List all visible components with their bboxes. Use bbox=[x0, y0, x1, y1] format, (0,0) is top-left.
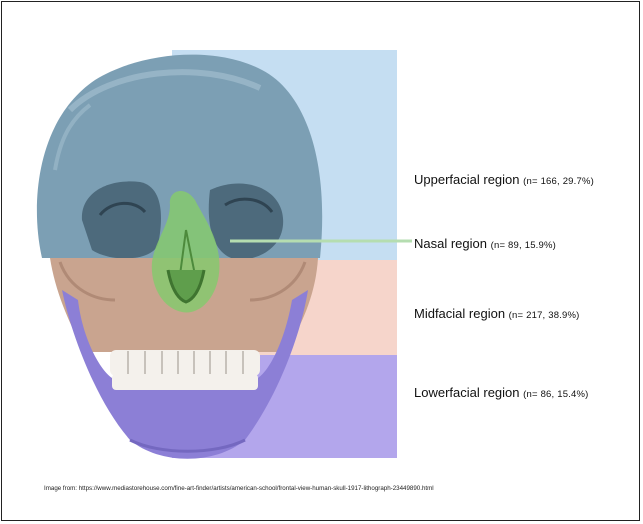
teeth-icon bbox=[110, 350, 260, 376]
nasal-label: Nasal region (n= 89, 15.9%) bbox=[414, 236, 556, 251]
upperfacial-name: Upperfacial region bbox=[414, 172, 520, 187]
midfacial-stats: (n= 217, 38.9%) bbox=[509, 310, 580, 321]
image-source-caption: Image from: https://www.mediastorehouse.… bbox=[44, 485, 434, 492]
midfacial-label: Midfacial region (n= 217, 38.9%) bbox=[414, 306, 580, 321]
lowerfacial-label: Lowerfacial region (n= 86, 15.4%) bbox=[414, 385, 589, 400]
midfacial-name: Midfacial region bbox=[414, 306, 505, 321]
nasal-stats: (n= 89, 15.9%) bbox=[491, 240, 556, 251]
lowerfacial-stats: (n= 86, 15.4%) bbox=[523, 389, 588, 400]
upperfacial-stats: (n= 166, 29.7%) bbox=[523, 176, 594, 187]
nasal-name: Nasal region bbox=[414, 236, 487, 251]
upperfacial-label: Upperfacial region (n= 166, 29.7%) bbox=[414, 172, 594, 187]
lowerfacial-name: Lowerfacial region bbox=[414, 385, 520, 400]
